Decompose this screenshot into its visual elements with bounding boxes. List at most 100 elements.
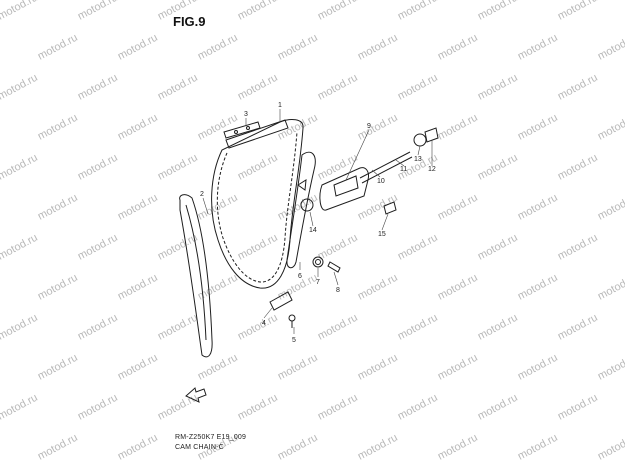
- watermark-text: motod.ru: [116, 192, 160, 223]
- callout-12: 12: [428, 166, 436, 173]
- callout-4: 4: [262, 320, 266, 327]
- watermark-text: motod.ru: [116, 272, 160, 303]
- watermark-text: motod.ru: [476, 0, 520, 23]
- figure-code: RM-Z250K7 E19_009: [175, 434, 247, 441]
- watermark-text: motod.ru: [116, 432, 160, 463]
- watermark-text: motod.ru: [556, 72, 600, 103]
- callout-14: 14: [309, 227, 317, 234]
- chain-guide-rail: [286, 151, 316, 269]
- watermark-text: motod.ru: [596, 272, 625, 303]
- watermark-text: motod.ru: [76, 232, 120, 263]
- watermark-text: motod.ru: [276, 352, 320, 383]
- watermark-text: motod.ru: [76, 0, 120, 23]
- watermark-text: motod.ru: [396, 232, 440, 263]
- watermark-text: motod.ru: [356, 112, 400, 143]
- watermark-text: motod.ru: [36, 272, 80, 303]
- watermark-text: motod.ru: [556, 392, 600, 423]
- watermark-text: motod.ru: [276, 432, 320, 463]
- watermark-text: motod.ru: [116, 352, 160, 383]
- watermark-text: motod.ru: [156, 312, 200, 343]
- leader-lines: [202, 109, 433, 334]
- watermark-text: motod.ru: [36, 432, 80, 463]
- watermark-text: motod.ru: [196, 32, 240, 63]
- watermark-text: motod.ru: [476, 312, 520, 343]
- front-arrow-icon: [185, 387, 207, 403]
- watermark-text: motod.ru: [0, 232, 40, 263]
- watermark-text: motod.ru: [156, 152, 200, 183]
- callout-7: 7: [316, 279, 320, 286]
- watermark-text: motod.ru: [316, 312, 360, 343]
- watermark-text: motod.ru: [356, 352, 400, 383]
- guide-bracket: [269, 291, 296, 328]
- watermark-text: motod.ru: [516, 352, 560, 383]
- watermark-text: motod.ru: [436, 32, 480, 63]
- figure-name: CAM CHAIN-C: [175, 444, 224, 451]
- figure-title: FIG.9: [173, 14, 206, 29]
- watermark-text: motod.ru: [76, 312, 120, 343]
- watermark-text: motod.ru: [476, 232, 520, 263]
- callout-9: 9: [367, 123, 371, 130]
- watermark-text: motod.ru: [236, 392, 280, 423]
- watermark-text: motod.ru: [0, 72, 40, 103]
- watermark-text: motod.ru: [596, 32, 625, 63]
- watermark-text: motod.ru: [556, 0, 600, 23]
- watermark-text: motod.ru: [356, 432, 400, 463]
- cam-chain-tensioner: [300, 127, 439, 273]
- watermark-text: motod.ru: [476, 152, 520, 183]
- watermark-text: motod.ru: [156, 72, 200, 103]
- watermark-text: motod.ru: [156, 232, 200, 263]
- watermark-text: motod.ru: [516, 32, 560, 63]
- watermark-text: motod.ru: [356, 272, 400, 303]
- watermark-text: motod.ru: [236, 0, 280, 23]
- watermark-text: motod.ru: [476, 72, 520, 103]
- watermark-text: motod.ru: [316, 0, 360, 23]
- watermark-text: motod.ru: [236, 232, 280, 263]
- watermark-text: motod.ru: [436, 192, 480, 223]
- watermark-text: motod.ru: [276, 192, 320, 223]
- watermark-text: motod.ru: [596, 352, 625, 383]
- watermark-text: motod.ru: [0, 312, 40, 343]
- callout-10: 10: [377, 178, 385, 185]
- watermark-text: motod.ru: [396, 392, 440, 423]
- watermark-text: motod.ru: [196, 352, 240, 383]
- watermark-text: motod.ru: [0, 0, 40, 23]
- callout-1: 1: [278, 102, 282, 109]
- chain-tensioner-guide: [179, 194, 213, 358]
- cam-chain: [211, 119, 304, 289]
- watermark-text: motod.ru: [316, 72, 360, 103]
- watermark-text: motod.ru: [556, 152, 600, 183]
- watermark-text: motod.ru: [36, 32, 80, 63]
- watermark-text: motod.ru: [556, 232, 600, 263]
- watermark-text: motod.ru: [156, 392, 200, 423]
- callout-6: 6: [298, 273, 302, 280]
- callout-13: 13: [414, 156, 422, 163]
- watermark-text: motod.ru: [316, 232, 360, 263]
- watermark-text: motod.ru: [276, 32, 320, 63]
- watermark-text: motod.ru: [36, 192, 80, 223]
- part-callouts: 1 2 3 4 5 6 7 8 9 10 11 12 13 14 15: [200, 102, 436, 344]
- watermark-text: motod.ru: [236, 312, 280, 343]
- watermark-text: motod.ru: [236, 152, 280, 183]
- callout-5: 5: [292, 337, 296, 344]
- watermark-text: motod.ru: [356, 32, 400, 63]
- watermark-text: motod.ru: [516, 272, 560, 303]
- watermark-text: motod.ru: [436, 272, 480, 303]
- watermark-text: motod.ru: [76, 392, 120, 423]
- watermark-text: motod.ru: [396, 0, 440, 23]
- callout-8: 8: [336, 287, 340, 294]
- watermark-text: motod.ru: [436, 112, 480, 143]
- watermark-text: motod.ru: [596, 192, 625, 223]
- chain-guide-plate: [223, 121, 261, 139]
- watermark-text: motod.ru: [516, 192, 560, 223]
- callout-2: 2: [200, 191, 204, 198]
- watermark-text: motod.ru: [436, 352, 480, 383]
- watermark-text: motod.ru: [396, 312, 440, 343]
- watermark-text: motod.ru: [76, 152, 120, 183]
- watermark-text: motod.ru: [76, 72, 120, 103]
- callout-15: 15: [378, 231, 386, 238]
- watermark-text: motod.ru: [396, 72, 440, 103]
- watermark-text: motod.ru: [436, 432, 480, 463]
- watermark-text: motod.ru: [516, 112, 560, 143]
